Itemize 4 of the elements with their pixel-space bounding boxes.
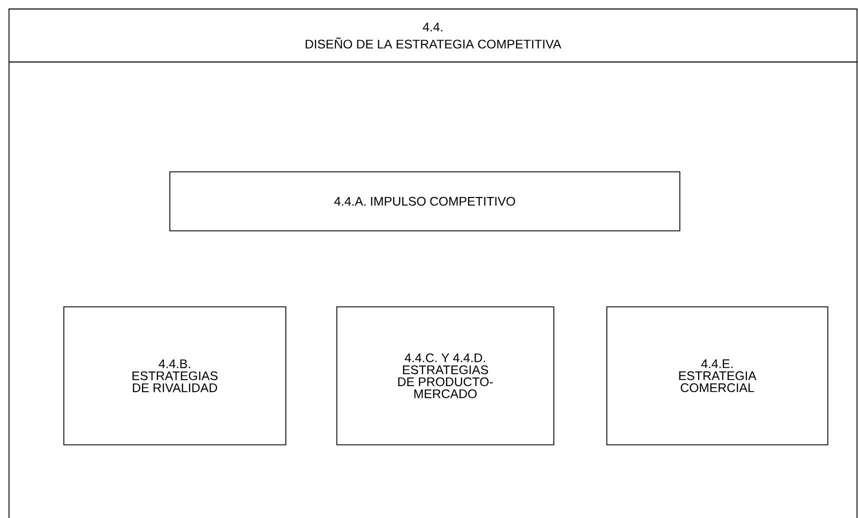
- strategy-box: 4.4.C. Y 4.4.D. ESTRATEGIAS DE PRODUCTO-MERCADO: [336, 306, 554, 446]
- heading-box: 4.4.A. IMPULSO COMPETITIVO: [169, 171, 680, 232]
- strategy-box: 4.4.B. ESTRATEGIAS DE RIVALIDAD: [63, 306, 286, 446]
- strategy-box: 4.4.E. ESTRATEGIA COMERCIAL: [606, 306, 828, 446]
